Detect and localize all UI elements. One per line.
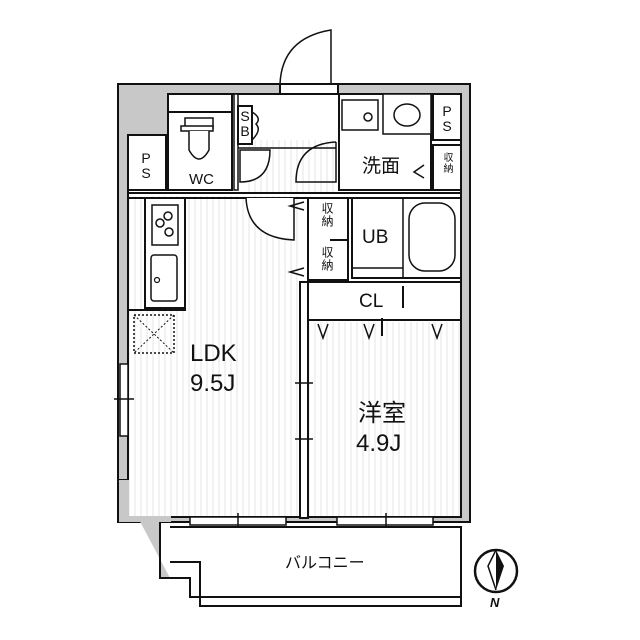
ldk-name: LDK (190, 340, 237, 367)
storage-lower-label: 収納 (320, 246, 334, 272)
western-floor (308, 322, 460, 516)
balcony-outline (170, 526, 462, 607)
washroom-label: 洗面 (362, 156, 401, 177)
balcony-label: バルコニー (285, 555, 365, 572)
storage-upper-label: 収納 (320, 202, 334, 228)
closet-label: CL (359, 291, 384, 312)
ps-right-label: PS (439, 103, 455, 133)
ldk-size: 9.5J (190, 370, 236, 397)
wc-label: WC (189, 171, 214, 188)
western-room-size: 4.9J (356, 430, 402, 457)
storage-washroom-label: 収納 (441, 152, 452, 174)
unit-bath-label: UB (362, 227, 389, 248)
compass-north-label: N (490, 595, 500, 610)
shoe-box-label: SB (237, 108, 253, 138)
western-room-name: 洋室 (358, 400, 406, 427)
ps-left-label: PS (138, 150, 154, 180)
